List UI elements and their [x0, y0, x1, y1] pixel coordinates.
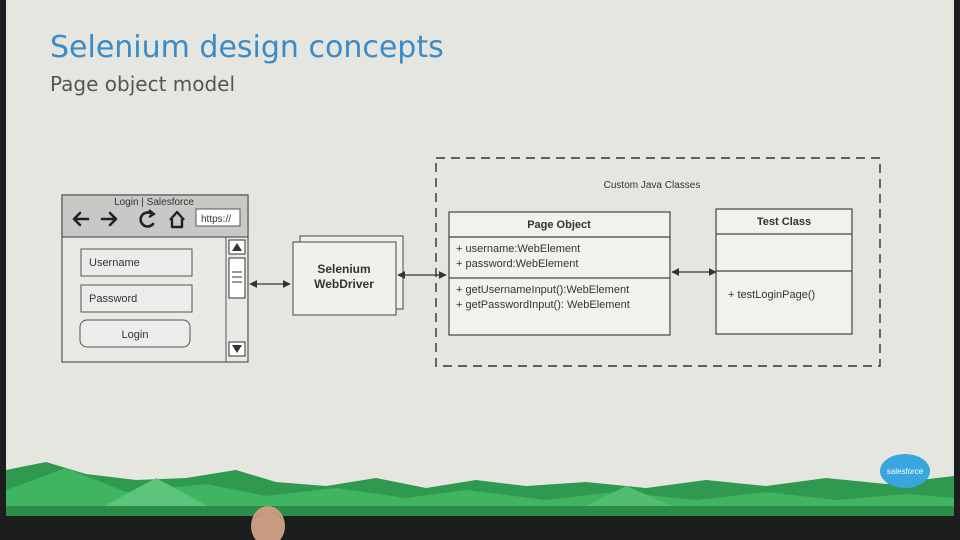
- page-object-attribute: + username:WebElement: [456, 243, 580, 255]
- test-class: Test Class + testLoginPage(): [715, 208, 853, 335]
- test-class-method: + testLoginPage(): [728, 289, 815, 301]
- username-placeholder: Username: [89, 257, 140, 269]
- page-object-method: + getPasswordInput(): WebElement: [456, 299, 630, 311]
- webdriver-label-line1: Selenium: [317, 262, 370, 276]
- page-object-diagram: Login | Salesforce https://: [6, 157, 954, 516]
- browser-mockup: Login | Salesforce https://: [61, 194, 249, 363]
- back-arrow-icon[interactable]: [72, 211, 90, 227]
- webdriver-label-line2: WebDriver: [314, 277, 374, 291]
- slide: Selenium design concepts Page object mod…: [6, 0, 954, 516]
- scrollbar[interactable]: [225, 237, 246, 362]
- page-object-attribute: + password:WebElement: [456, 258, 578, 270]
- browser-title: Login | Salesforce: [114, 197, 194, 208]
- refresh-icon[interactable]: [139, 209, 156, 228]
- address-bar[interactable]: [195, 208, 241, 227]
- group-label: Custom Java Classes: [604, 180, 701, 191]
- test-class-title: Test Class: [757, 216, 811, 228]
- speaker-head: [251, 506, 285, 540]
- salesforce-logo: salesforce: [880, 454, 930, 488]
- login-button-label: Login: [122, 329, 149, 341]
- password-placeholder: Password: [89, 293, 137, 305]
- username-input[interactable]: [80, 248, 193, 277]
- password-input[interactable]: [80, 284, 193, 313]
- home-icon[interactable]: [169, 210, 185, 229]
- webdriver-box: Selenium WebDriver: [292, 235, 404, 316]
- forward-arrow-icon[interactable]: [100, 211, 118, 227]
- login-button[interactable]: [79, 319, 191, 348]
- page-object-method: + getUsernameInput():WebElement: [456, 284, 629, 296]
- landscape-decoration: [6, 462, 954, 516]
- custom-java-classes-group: [435, 157, 881, 367]
- page-object-title: Page Object: [527, 219, 591, 231]
- page-object-class: Page Object + username:WebElement + pass…: [448, 211, 671, 336]
- address-bar-url: https://: [201, 214, 231, 225]
- slide-title: Selenium design concepts: [50, 30, 444, 65]
- slide-subtitle: Page object model: [50, 72, 236, 96]
- scroll-thumb[interactable]: [228, 257, 246, 299]
